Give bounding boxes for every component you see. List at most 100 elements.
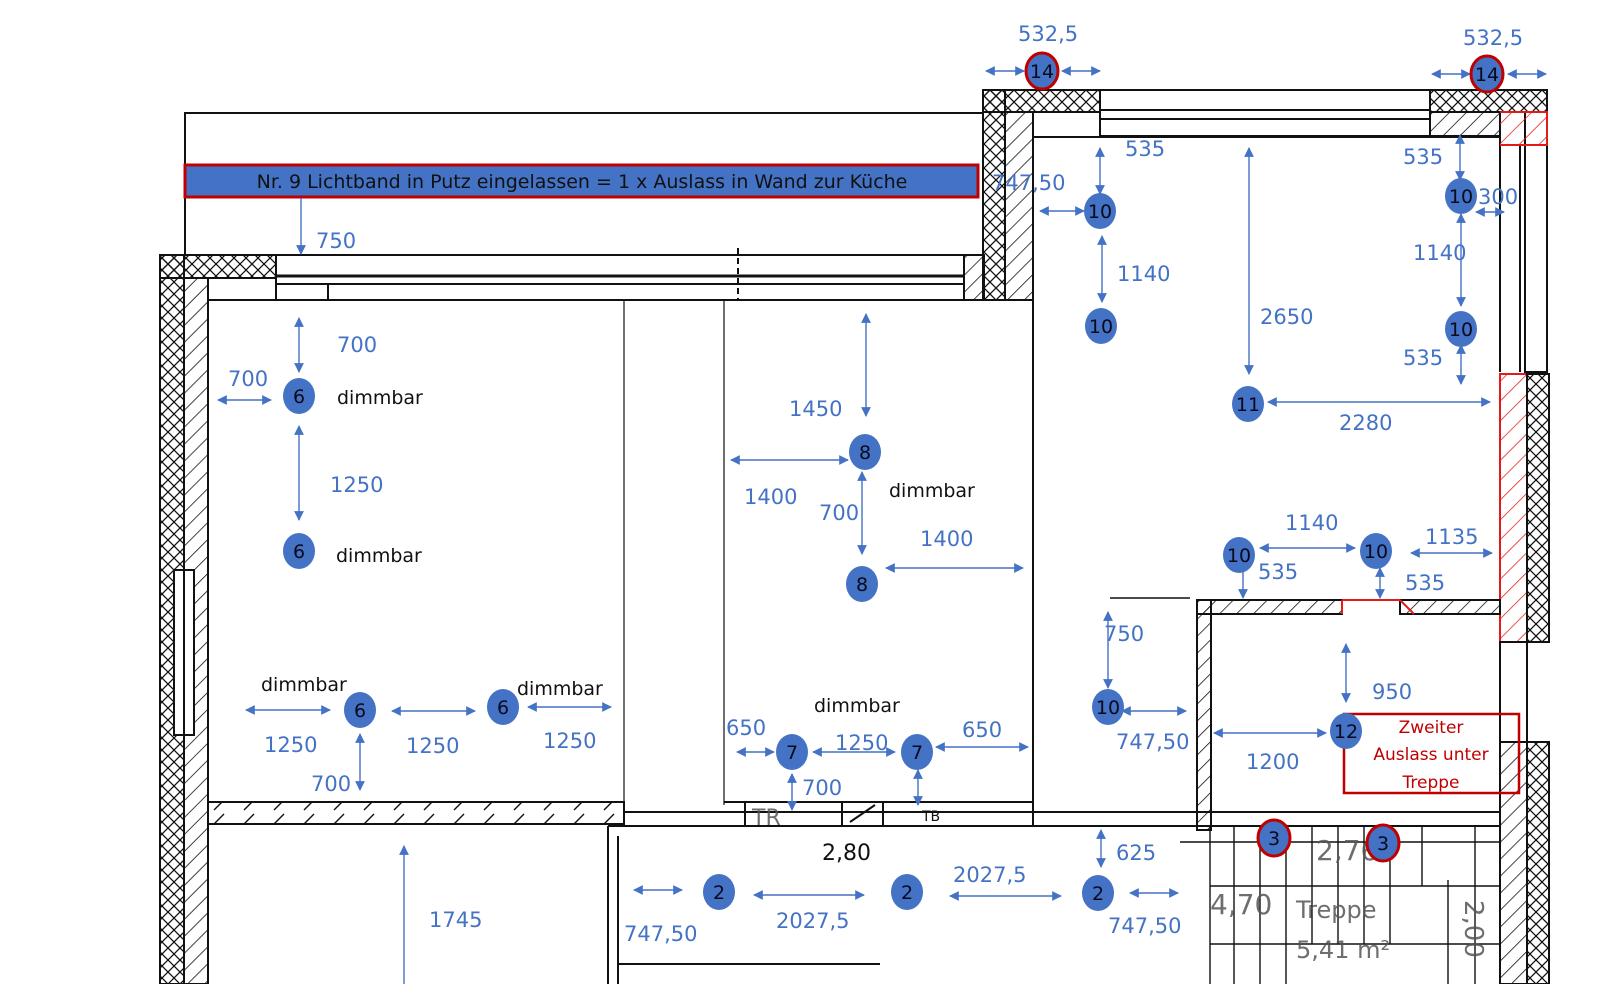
dim-label: 700 [337,333,377,357]
lamp-6: 6 [487,689,519,725]
lamp-number: 3 [1377,833,1389,855]
lamp-6: 6 [344,692,376,728]
dimmable-note: dimmbar [814,695,900,717]
dimmable-note: dimmbar [336,545,422,567]
lamp-3: 3 [1365,823,1401,863]
lamp-marker [1256,818,1292,858]
stair-label: Treppe [1295,896,1376,924]
banner-text: Nr. 9 Lichtband in Putz eingelassen = 1 … [257,171,908,193]
stair-dim-b-label: 4,70 [1210,888,1272,921]
lamp-number: 3 [1268,828,1280,850]
lamp-marker [849,434,881,470]
lamp-marker [1024,51,1060,91]
lamp-number: 6 [293,541,305,563]
lamp-number: 2 [1092,883,1104,905]
lamp-10: 10 [1223,537,1255,573]
dim-label: 650 [962,718,1002,742]
dim-label: 2280 [1339,411,1392,435]
lamp-marker [1360,533,1392,569]
lamp-number: 6 [354,700,366,722]
dim-label: 532,5 [1018,22,1078,46]
dimmable-note: dimmbar [337,387,423,409]
lamp-marker [1082,875,1114,911]
dim-label: 747,50 [624,922,697,946]
dim-label: 1140 [1117,262,1170,286]
lamp-marker [344,692,376,728]
note-line-2: Auslass unter [1373,745,1488,765]
lamp-marker [1085,308,1117,344]
lamp-number: 14 [1030,61,1054,83]
top-wall-right-block [963,254,985,301]
dim-label: 747,50 [992,171,1065,195]
lamp-10: 10 [1360,533,1392,569]
dim-label: 535 [1405,571,1445,595]
lamp-marker [1084,193,1116,229]
lamp-3: 3 [1256,818,1292,858]
dim-label: 700 [819,501,859,525]
lamp-number: 10 [1449,186,1473,208]
dim-label: 747,50 [1116,730,1189,754]
dim-label: 535 [1403,145,1443,169]
lamp-number: 7 [786,742,798,764]
stair-room-top-wall [1196,599,1343,615]
dim-label: 750 [1104,622,1144,646]
lamp-number: 6 [293,386,305,408]
living-bottom-wall [207,801,625,825]
dimmable-note: dimmbar [261,674,347,696]
lamp-8: 8 [849,434,881,470]
lamp-10: 10 [1445,178,1477,214]
dim-label: 1135 [1425,525,1478,549]
kitchen-left-wall-inner [1004,111,1034,301]
stairs [1180,826,1500,984]
lamp-number: 8 [859,442,871,464]
dim-label: 1745 [429,908,482,932]
lamp-7: 7 [776,734,808,770]
red-wall-segment [1499,373,1528,643]
lamp-10: 10 [1084,193,1116,229]
dim-label: 2027,5 [776,909,849,933]
lamp-number: 7 [911,742,923,764]
dim-label: 1250 [330,473,383,497]
lamp-6: 6 [283,378,315,414]
lamp-marker [1092,689,1124,725]
lamp-8: 8 [846,566,878,602]
dimmable-note: dimmbar [889,480,975,502]
dim-label: 700 [802,776,842,800]
top-wall-left-block [159,254,277,279]
dim-label: 532,5 [1463,26,1523,50]
lamp-14: 14 [1024,51,1060,91]
dim-label: 747,50 [1108,914,1181,938]
right-wall-cross [1526,373,1550,643]
dim-label: 535 [1258,560,1298,584]
dim-label: 1250 [264,733,317,757]
light-band-banner: Nr. 9 Lichtband in Putz eingelassen = 1 … [183,163,980,199]
lamp-2: 2 [703,874,735,910]
lamp-10: 10 [1085,308,1117,344]
lamp-number: 10 [1089,316,1113,338]
lamp-marker [776,734,808,770]
dim-label: 625 [1116,841,1156,865]
lamp-marker [703,874,735,910]
dim-label: 535 [1403,346,1443,370]
walls [159,89,1550,984]
lamp-marker [1330,713,1362,749]
stair-area-label: 5,41 m² [1296,936,1390,964]
dim-label: 2650 [1260,305,1313,329]
lamp-6: 6 [283,533,315,569]
lamp-number: 6 [497,697,509,719]
dim-label: 300 [1478,185,1518,209]
lamp-marker [1445,178,1477,214]
lamp-number: 11 [1236,394,1260,416]
lamp-number: 10 [1364,541,1388,563]
dim-label: 535 [1125,137,1165,161]
dim-label: 950 [1372,680,1412,704]
lamp-number: 14 [1475,64,1499,86]
dim-label: 700 [311,772,351,796]
terrace-outline [184,112,983,255]
dim-label: 1250 [835,731,888,755]
stair-room-left-wall [1196,599,1212,831]
lamp-marker [846,566,878,602]
lamp-number: 10 [1088,201,1112,223]
lamp-11: 11 [1232,386,1264,422]
